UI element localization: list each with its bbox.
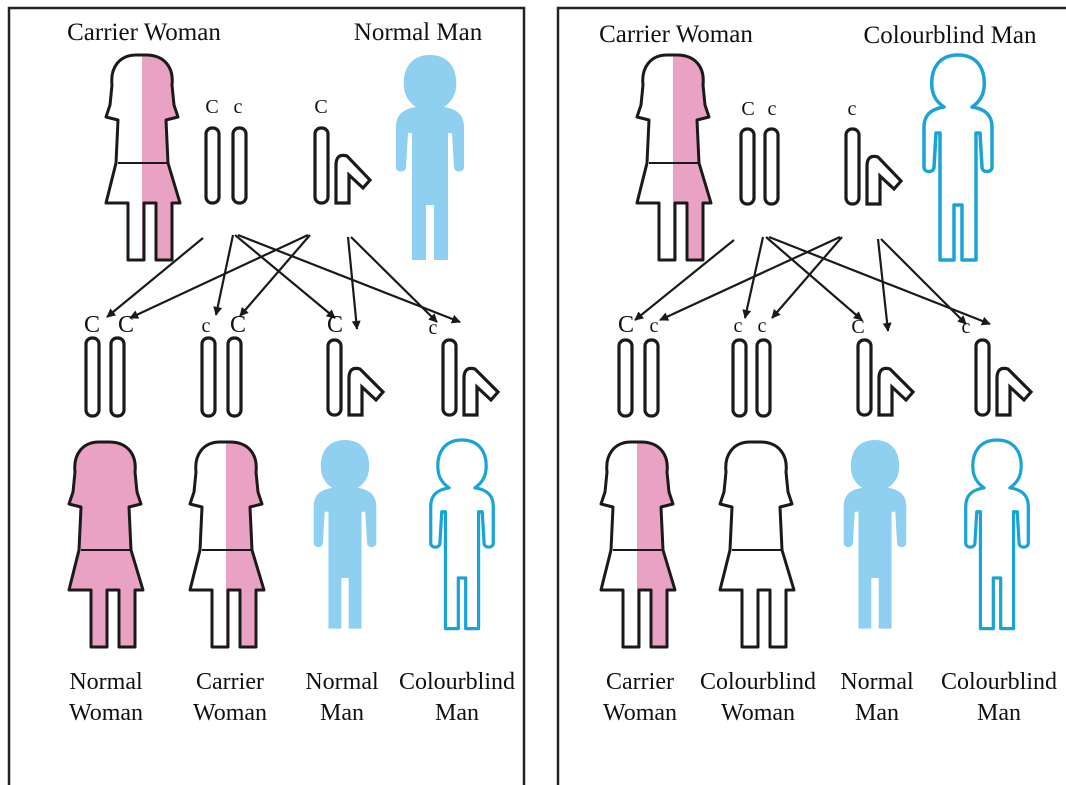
offspring-4-chromosomes: c [962,316,1034,417]
inheritance-arrows [106,233,461,330]
panel-left: Carrier Woman Normal Man C c C C C [67,19,515,726]
panel-right: Carrier Woman Colourblind Man C c c C c [599,21,1057,726]
panel-frame-right [556,6,1066,785]
offspring-3-allele-1: C [851,316,864,338]
offspring-1-allele-2: c [650,315,659,337]
father-y-chromosome [334,153,373,205]
offspring-2-figure [718,440,796,649]
offspring-2-allele-2: c [758,315,767,337]
father-y-chromosome [865,154,904,206]
offspring-2-caption-line2: Woman [193,700,267,726]
father-x-chromosome [313,126,330,205]
offspring-3-caption-line1: Normal [305,669,379,695]
father-title: Normal Man [354,19,483,46]
offspring-4-caption-line1: Colourblind [941,669,1057,695]
offspring-1-caption-line2: Woman [69,700,143,726]
offspring-1-allele-1: C [618,312,634,338]
offspring-3-figure [843,440,907,629]
offspring-2-allele-2: C [230,312,246,338]
offspring-4-caption-line2: Man [977,700,1021,726]
mother-figure [104,53,182,262]
father-allele-1: c [848,98,857,120]
offspring-2-caption-line2: Woman [721,700,795,726]
mother-figure [635,53,713,262]
offspring-2-caption-line1: Carrier [196,669,264,695]
mother-allele-2: c [234,96,243,118]
mother-x-chromosome-2 [231,126,248,205]
mother-allele-1: C [741,98,754,120]
inheritance-arrows [634,235,991,332]
offspring-4-allele-1: c [962,316,971,338]
offspring-4-caption-line2: Man [435,700,479,726]
offspring-3-figure [313,440,377,629]
offspring-4-figure [429,438,495,631]
mother-x-chromosome-2 [763,127,780,206]
mother-x-chromosome-1 [204,126,221,205]
offspring-3-caption-line1: Normal [840,669,914,695]
offspring-1-caption-line1: Carrier [606,669,674,695]
offspring-2-allele-1: c [734,315,743,337]
offspring-2-figure [188,440,266,649]
father-title: Colourblind Man [864,22,1037,49]
mother-x-chromosome-1 [739,127,756,206]
father-figure [396,55,464,260]
father-figure [922,53,994,262]
offspring-2-caption-line1: Colourblind [700,669,816,695]
offspring-1-chromosomes: C C [84,312,134,418]
offspring-1-allele-2: C [118,312,134,338]
offspring-1-caption-line2: Woman [603,700,677,726]
offspring-4-allele-1: c [429,317,438,339]
mother-allele-2: c [768,98,777,120]
offspring-1-allele-1: C [84,312,100,338]
offspring-1-chromosomes: C c [617,312,660,418]
offspring-4-caption-line1: Colourblind [399,669,515,695]
offspring-2-chromosomes: c C [200,312,246,418]
mother-allele-1: C [205,96,218,118]
father-allele-1: C [314,96,327,118]
offspring-3-chromosomes: C [851,316,916,417]
offspring-1-figure [599,440,677,649]
offspring-1-figure [67,440,145,649]
mother-title: Carrier Woman [599,21,753,48]
panel-frame-left [7,6,526,785]
offspring-1-caption-line1: Normal [69,669,143,695]
offspring-3-caption-line2: Man [855,700,899,726]
father-x-chromosome [844,127,861,206]
offspring-3-caption-line2: Man [320,700,364,726]
offspring-4-chromosomes: c [429,317,501,417]
offspring-4-figure [964,438,1030,631]
offspring-3-chromosomes: C [326,312,386,417]
offspring-2-allele-1: c [202,315,211,337]
offspring-3-allele-1: C [327,312,343,338]
offspring-2-chromosomes: c c [731,315,772,418]
mother-title: Carrier Woman [67,19,221,46]
